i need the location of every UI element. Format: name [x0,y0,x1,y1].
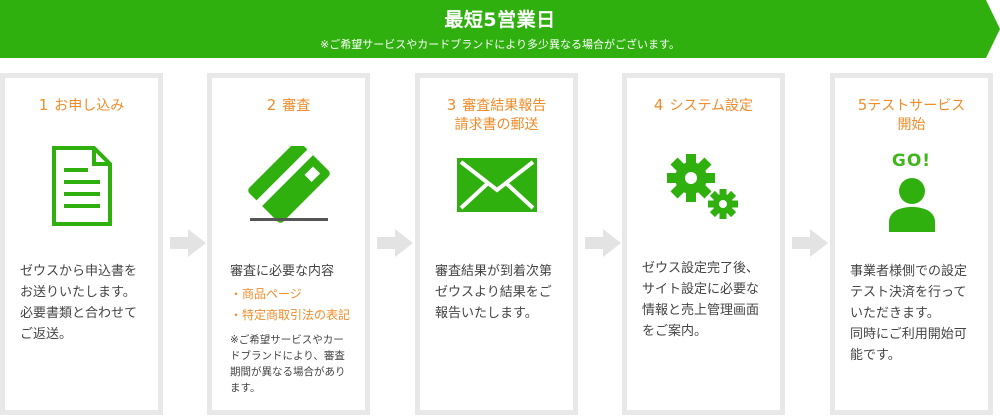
envelope-icon [420,156,573,218]
step-description: 事業者様側での設定 テスト決済を行って いただきます。 同時にご利用開始可 能で… [850,261,982,366]
banner-arrow-shape [0,0,1000,58]
banner: 最短5営業日 ※ご希望サービスやカードブランドにより多少異なる場合がございます。 [0,0,1000,58]
note-line: ます。 [230,382,261,394]
step-title: 3 審査結果報告 請求書の郵送 [420,96,573,135]
step-number: 2 [266,96,277,114]
arrow-right-icon [377,229,413,257]
step-number: 3 [446,96,457,114]
description-line: サイト設定に必要な [642,282,760,297]
description-line: テスト決済を行って [850,285,967,300]
step-description: ゼウスから申込書を お送りいたします。 必要書類と合わせて ご返送。 [20,261,152,345]
step-title-text: 審査 [282,98,311,114]
step-title-text: お申し込み [54,98,125,114]
gears-icon [627,154,780,230]
note-line: ※ご希望サービスやカー [230,334,344,346]
description-line: 審査に必要な内容 [230,264,335,279]
description-line: 必要書類と合わせて [20,306,138,321]
person-icon [835,176,988,236]
step-title: 1 お申し込み [5,96,158,116]
step-title-line: テストサービス [867,98,966,114]
step-description: 審査結果が到着次第 ゼウスより結果をご 報告いたします。 [435,261,567,324]
description-line: 審査結果が到着次第 [435,264,553,279]
description-line: ゼウス設定完了後、 [642,261,760,276]
step-3: 3 審査結果報告 請求書の郵送 審査結果が到着次第 ゼウスより結果をご 報告いたし… [415,73,578,415]
description-line: ご返送。 [20,327,73,342]
step-note: ※ご希望サービスやカー ドブランドにより、審査 期間が異なる場合があり ます。 [230,332,359,396]
required-item: ・商品ページ [230,287,302,301]
note-line: ドブランドにより、審査 [230,350,345,362]
required-item: ・特定商取引法の表記 [230,308,351,322]
description-line: 同時にご利用開始可 [850,327,967,342]
description-line: いただきます。 [850,306,940,321]
step-title: 2 審査 [212,96,365,116]
step-title: 4 システム設定 [627,96,780,116]
description-line: をご案内。 [642,324,708,339]
arrow-right-icon [585,229,621,257]
description-line: 情報と売上管理画面 [642,303,760,318]
step-2: 2 審査 審査に必要な内容 ・商品ページ ・特定商取引法の表記 ※ご希望サービスや… [207,73,370,415]
step-description: ゼウス設定完了後、 サイト設定に必要な 情報と売上管理画面 をご案内。 [642,258,774,342]
description-line: ゼウスより結果をご [435,285,552,300]
step-number: 5 [857,96,868,114]
description-line: ゼウスから申込書を [20,264,138,279]
note-line: 期間が異なる場合があり [230,366,346,378]
credit-card-icon [212,141,365,232]
description-line: 報告いたします。 [435,306,538,321]
description-line: 事業者様側での設定 [850,264,968,279]
step-title: 5テストサービス 開始 [835,96,988,135]
banner-title: 最短5営業日 [444,9,556,31]
step-description: 審査に必要な内容 ・商品ページ ・特定商取引法の表記 ※ご希望サービスやカー ド… [230,261,359,396]
step-title-line: 審査結果報告 [462,98,547,114]
step-number: 4 [653,96,664,114]
arrow-right-icon [792,229,828,257]
document-icon [5,146,158,230]
step-5: 5テストサービス 開始 GO! 事業者様側での設定 テスト決済を行って いただき… [830,73,993,415]
step-number: 1 [38,96,49,114]
description-line: お送りいたします。 [20,285,136,300]
banner-note: ※ご希望サービスやカードブランドにより多少異なる場合がございます。 [320,38,680,51]
step-title-line: 開始 [897,117,926,133]
step-title-text: システム設定 [669,98,754,114]
step-1: 1 お申し込み ゼウスから申込書を お送りいたします。 必要書類と合わせて ご返送… [0,73,163,415]
arrow-right-icon [170,229,206,257]
description-line: 能です。 [850,348,901,363]
step-title-line: 請求書の郵送 [454,117,539,133]
go-label: GO! [891,151,932,171]
